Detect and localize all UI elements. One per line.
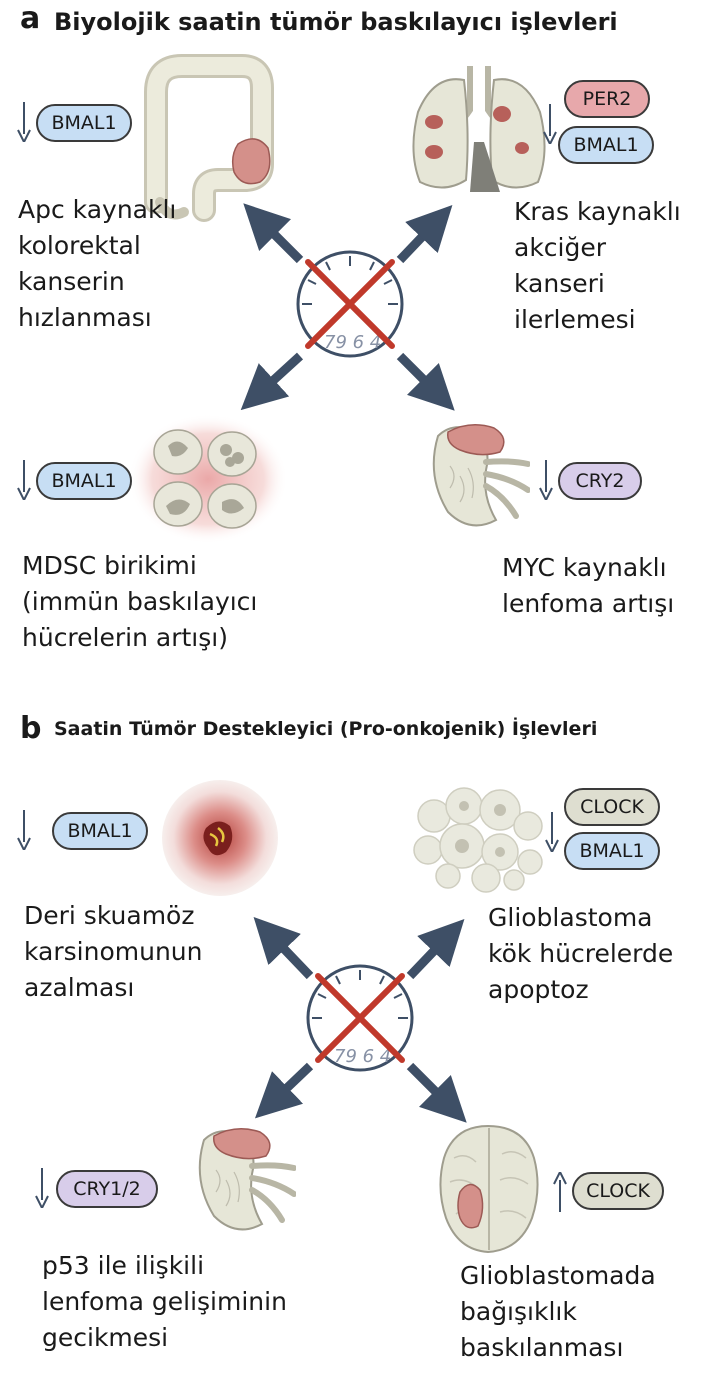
caption-myc-lymphoma: MYC kaynaklı lenfoma artışı xyxy=(502,553,675,618)
down-arrow-icon xyxy=(17,102,31,142)
caption-mdsc: MDSC birikimi (immün baskılayıcı hücrele… xyxy=(22,551,258,652)
caption-glioblastoma-immune: Glioblastomada bağışıklık baskılanması xyxy=(460,1261,656,1362)
caption-skin-carcinoma: Deri skuamöz karsinomunun azalması xyxy=(24,901,203,1002)
panel-b-letter: b xyxy=(20,711,42,746)
caption-kras-lung: Kras kaynaklı akciğer kanseri ilerlemesi xyxy=(514,197,681,334)
up-arrow-icon xyxy=(553,1172,567,1212)
spleen-icon xyxy=(432,424,530,527)
caption-apc-colorectal: Apc kaynaklı kolorektal kanserin hızlanm… xyxy=(18,195,177,332)
panel-a-title: Biyolojik saatin tümör baskılayıcı işlev… xyxy=(54,8,618,36)
spleen-icon xyxy=(198,1128,296,1231)
lungs-icon xyxy=(412,66,546,192)
gene-label-bmal1: BMAL1 xyxy=(564,832,660,870)
gene-label-bmal1: BMAL1 xyxy=(558,126,654,164)
arrows-a xyxy=(240,203,455,411)
brain-icon xyxy=(439,1124,539,1254)
gene-label-clock: CLOCK xyxy=(564,788,660,826)
gene-label-bmal1: BMAL1 xyxy=(52,812,148,850)
arrows-b xyxy=(253,916,467,1123)
gene-label-bmal1: BMAL1 xyxy=(36,104,132,142)
down-arrow-icon xyxy=(17,460,31,500)
gene-label-cry2: CRY2 xyxy=(558,462,642,500)
colon-icon xyxy=(144,54,274,222)
broken-clock-icon: 79 6 4 xyxy=(306,964,414,1072)
gene-label-clock: CLOCK xyxy=(572,1172,664,1210)
gene-label-bmal1: BMAL1 xyxy=(36,462,132,500)
skin-tumor-icon xyxy=(162,780,278,896)
down-arrow-icon xyxy=(35,1168,49,1208)
caption-glioblastoma-apoptosis: Glioblastoma kök hücrelerde apoptoz xyxy=(488,903,674,1004)
caption-p53-lymphoma: p53 ile ilişkili lenfoma gelişiminin gec… xyxy=(42,1251,287,1352)
down-arrow-icon xyxy=(545,812,559,852)
gene-label-per2: PER2 xyxy=(564,80,650,118)
cells-icon xyxy=(128,414,288,544)
gene-label-cry1-2: CRY1/2 xyxy=(56,1170,158,1208)
down-arrow-icon xyxy=(17,810,31,850)
svg-text:79 6 4: 79 6 4 xyxy=(324,332,381,353)
panel-b-title: Saatin Tümör Destekleyici (Pro-onkojenik… xyxy=(54,718,598,740)
broken-clock-icon: 79 6 4 xyxy=(296,250,404,358)
down-arrow-icon xyxy=(543,104,557,144)
down-arrow-icon xyxy=(539,460,553,500)
panel-a-letter: a xyxy=(20,1,41,36)
stem-cells-icon xyxy=(413,787,543,893)
svg-text:79 6 4: 79 6 4 xyxy=(334,1046,391,1067)
